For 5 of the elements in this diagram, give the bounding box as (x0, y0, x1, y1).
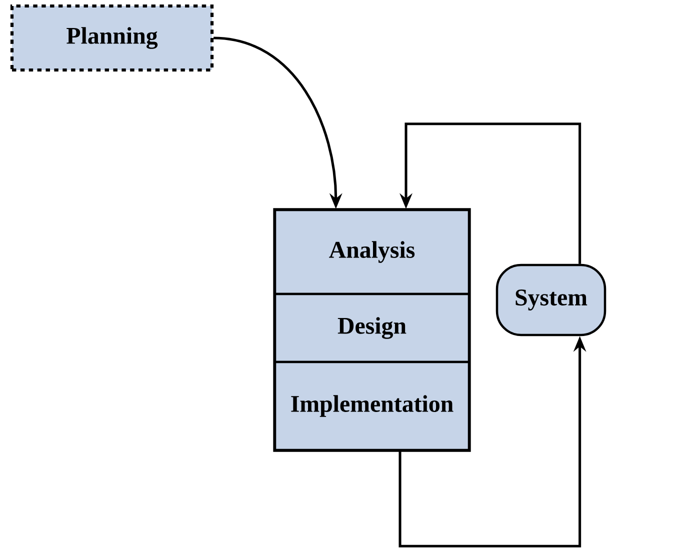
system-box: System (496, 264, 606, 336)
planning-box: Planning (10, 4, 214, 72)
stage-box: Implementation (274, 360, 470, 452)
stage-box: Analysis (274, 208, 470, 296)
stage-box: Design (274, 292, 470, 364)
